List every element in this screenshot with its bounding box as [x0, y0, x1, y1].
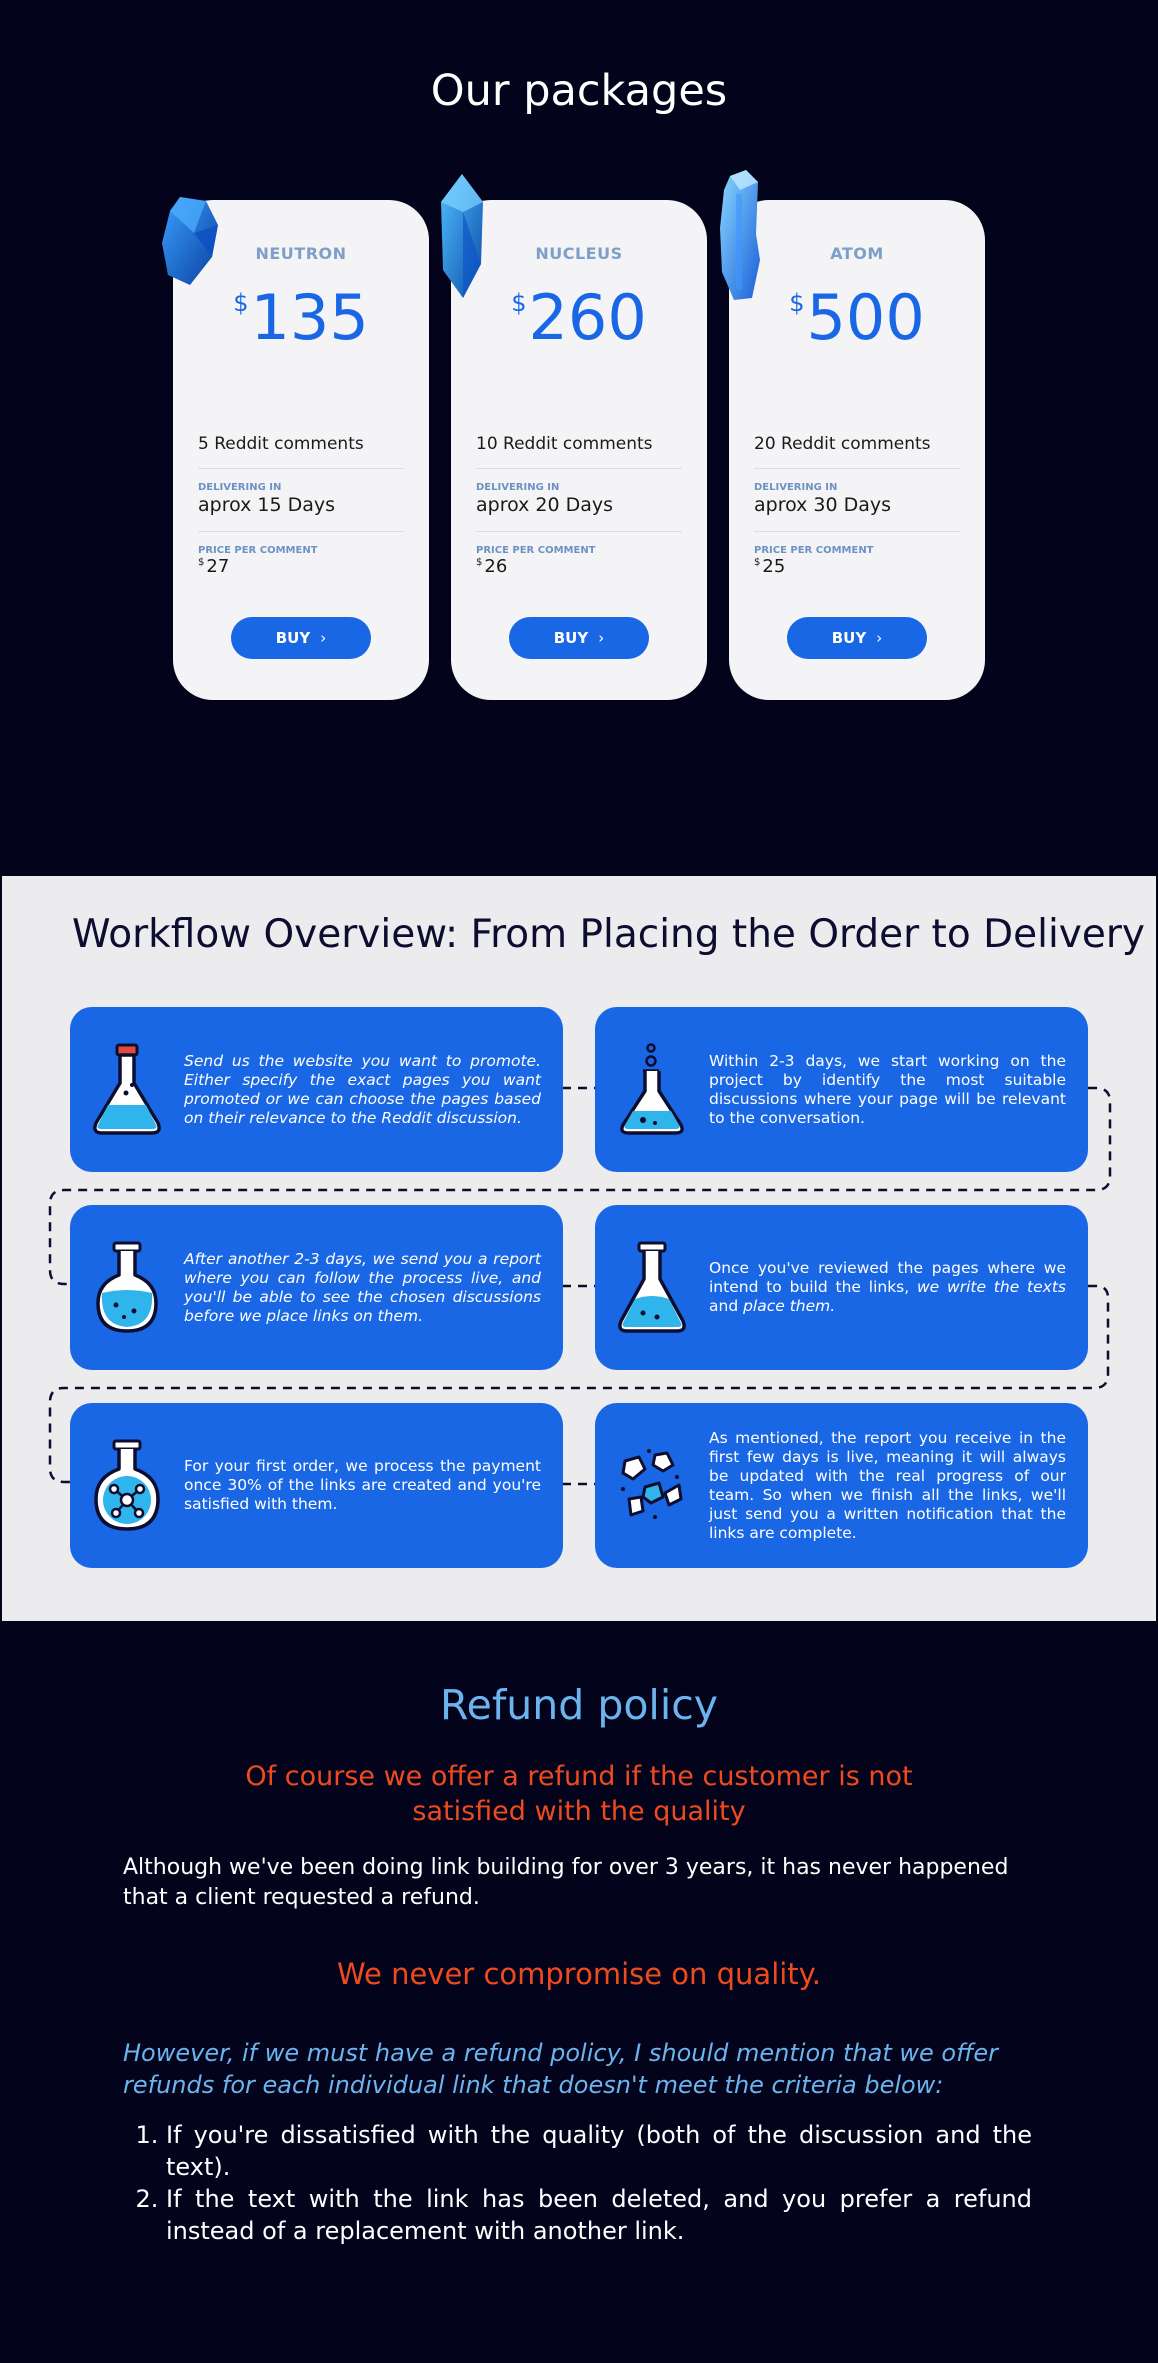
quality-statement: We never compromise on quality.	[337, 1957, 821, 1991]
step-description: Send us the website you want to promote.…	[184, 1007, 541, 1172]
packages-section: Our packages NEUTRON $135 5 Reddit comme…	[0, 0, 1158, 876]
molecule-flask-icon	[94, 1439, 160, 1531]
package-name: ATOM	[830, 244, 884, 263]
price-value: 260	[528, 281, 647, 354]
currency-symbol: $	[754, 557, 761, 568]
chevron-right-icon: ›	[320, 629, 327, 647]
divider	[198, 531, 404, 532]
step-text: Once you've reviewed the pages where we …	[709, 1259, 1066, 1316]
step-text: For your first order, we process the pay…	[184, 1457, 541, 1513]
price-per-comment-label: PRICE PER COMMENT	[754, 545, 874, 556]
package-price: $500	[729, 280, 985, 356]
workflow-step-2: Within 2-3 days, we start working on the…	[595, 1007, 1088, 1172]
currency-symbol: $	[476, 557, 483, 568]
step-description: For your first order, we process the pay…	[184, 1403, 541, 1568]
refund-paragraph: Although we've been doing link building …	[123, 1855, 1009, 1910]
workflow-step-4: Once you've reviewed the pages where we …	[595, 1205, 1088, 1370]
currency-symbol: $	[511, 289, 527, 317]
buy-button-neutron[interactable]: BUY ›	[231, 617, 371, 659]
workflow-section: Workflow Overview: From Placing the Orde…	[2, 876, 1156, 1621]
step-text: Within 2-3 days, we start working on the…	[709, 1051, 1066, 1127]
divider	[476, 531, 682, 532]
step-text: As mentioned, the report you receive in …	[709, 1428, 1066, 1542]
step-description: Once you've reviewed the pages where we …	[709, 1205, 1066, 1370]
package-price: $260	[451, 280, 707, 356]
package-card-neutron: NEUTRON $135 5 Reddit comments DELIVERIN…	[173, 200, 429, 700]
round-flask-icon	[96, 1241, 158, 1333]
buy-button-nucleus[interactable]: BUY ›	[509, 617, 649, 659]
price-per-comment-value: $26	[476, 556, 507, 577]
refund-subtitle: Of course we offer a refund if the custo…	[245, 1761, 913, 1827]
delivering-label: DELIVERING IN	[198, 482, 282, 493]
divider	[198, 468, 404, 469]
delivering-value: aprox 20 Days	[476, 494, 614, 516]
workflow-dashed-path	[48, 1086, 1112, 1486]
crystal-neutron-icon	[162, 197, 218, 285]
refund-policy-text: However, if we must have a refund policy…	[123, 2039, 999, 2099]
delivering-label: DELIVERING IN	[754, 482, 838, 493]
step-text-emphasis: place them.	[743, 1297, 836, 1315]
refund-section: Refund policy Of course we offer a refun…	[0, 1621, 1158, 2363]
workflow-step-6: As mentioned, the report you receive in …	[595, 1403, 1088, 1568]
step-description: Within 2-3 days, we start working on the…	[709, 1007, 1066, 1172]
package-card-nucleus: NUCLEUS $260 10 Reddit comments DELIVERI…	[451, 200, 707, 700]
package-name: NUCLEUS	[535, 244, 623, 263]
buy-label: BUY	[275, 629, 311, 647]
buy-label: BUY	[831, 629, 867, 647]
price-per-comment-label: PRICE PER COMMENT	[476, 545, 596, 556]
price-value: 135	[250, 281, 369, 354]
list-item: If the text with the link has been delet…	[166, 2183, 1032, 2247]
currency-symbol: $	[198, 557, 205, 568]
ppc-amount: 26	[484, 556, 508, 577]
packages-title: Our packages	[430, 66, 728, 116]
price-per-comment-value: $25	[754, 556, 785, 577]
comments-count: 5 Reddit comments	[198, 434, 364, 454]
flask-icon	[93, 1043, 161, 1135]
comments-count: 20 Reddit comments	[754, 434, 931, 454]
step-text: Send us the website you want to promote.…	[184, 1051, 541, 1127]
workflow-step-5: For your first order, we process the pay…	[70, 1403, 563, 1568]
ppc-amount: 25	[762, 556, 786, 577]
divider	[754, 468, 960, 469]
step-text-plain: Once you've reviewed the pages where we …	[709, 1259, 1066, 1296]
package-name: NEUTRON	[255, 244, 347, 263]
delivering-value: aprox 30 Days	[754, 494, 892, 516]
comments-count: 10 Reddit comments	[476, 434, 653, 454]
currency-symbol: $	[789, 289, 805, 317]
workflow-step-3: After another 2-3 days, we send you a re…	[70, 1205, 563, 1370]
step-text-plain: and	[709, 1297, 744, 1315]
workflow-title: Workflow Overview: From Placing the Orde…	[72, 912, 1145, 957]
buy-button-atom[interactable]: BUY ›	[787, 617, 927, 659]
workflow-step-1: Send us the website you want to promote.…	[70, 1007, 563, 1172]
step-description: After another 2-3 days, we send you a re…	[184, 1205, 541, 1370]
divider	[476, 468, 682, 469]
step-description: As mentioned, the report you receive in …	[709, 1403, 1066, 1568]
step-text-emphasis: we write the texts	[917, 1278, 1066, 1296]
list-item: If you're dissatisfied with the quality …	[166, 2119, 1032, 2183]
flask-bubbles-icon	[620, 1043, 684, 1135]
refund-title: Refund policy	[439, 1681, 719, 1729]
price-per-comment-value: $27	[198, 556, 229, 577]
chevron-right-icon: ›	[598, 629, 605, 647]
crystal-atom-icon	[720, 170, 760, 300]
buy-label: BUY	[553, 629, 589, 647]
delivering-label: DELIVERING IN	[476, 482, 560, 493]
price-value: 500	[806, 281, 925, 354]
step-text: After another 2-3 days, we send you a re…	[184, 1249, 541, 1325]
price-per-comment-label: PRICE PER COMMENT	[198, 545, 318, 556]
crystals-icon	[621, 1449, 683, 1519]
crystal-nucleus-icon	[441, 174, 483, 298]
delivering-value: aprox 15 Days	[198, 494, 336, 516]
conical-flask-icon	[618, 1241, 686, 1333]
package-card-atom: ATOM $500 20 Reddit comments DELIVERING …	[729, 200, 985, 700]
refund-criteria-list: If you're dissatisfied with the quality …	[166, 2119, 1032, 2247]
package-price: $135	[173, 280, 429, 356]
chevron-right-icon: ›	[876, 629, 883, 647]
ppc-amount: 27	[206, 556, 230, 577]
currency-symbol: $	[233, 289, 249, 317]
divider	[754, 531, 960, 532]
